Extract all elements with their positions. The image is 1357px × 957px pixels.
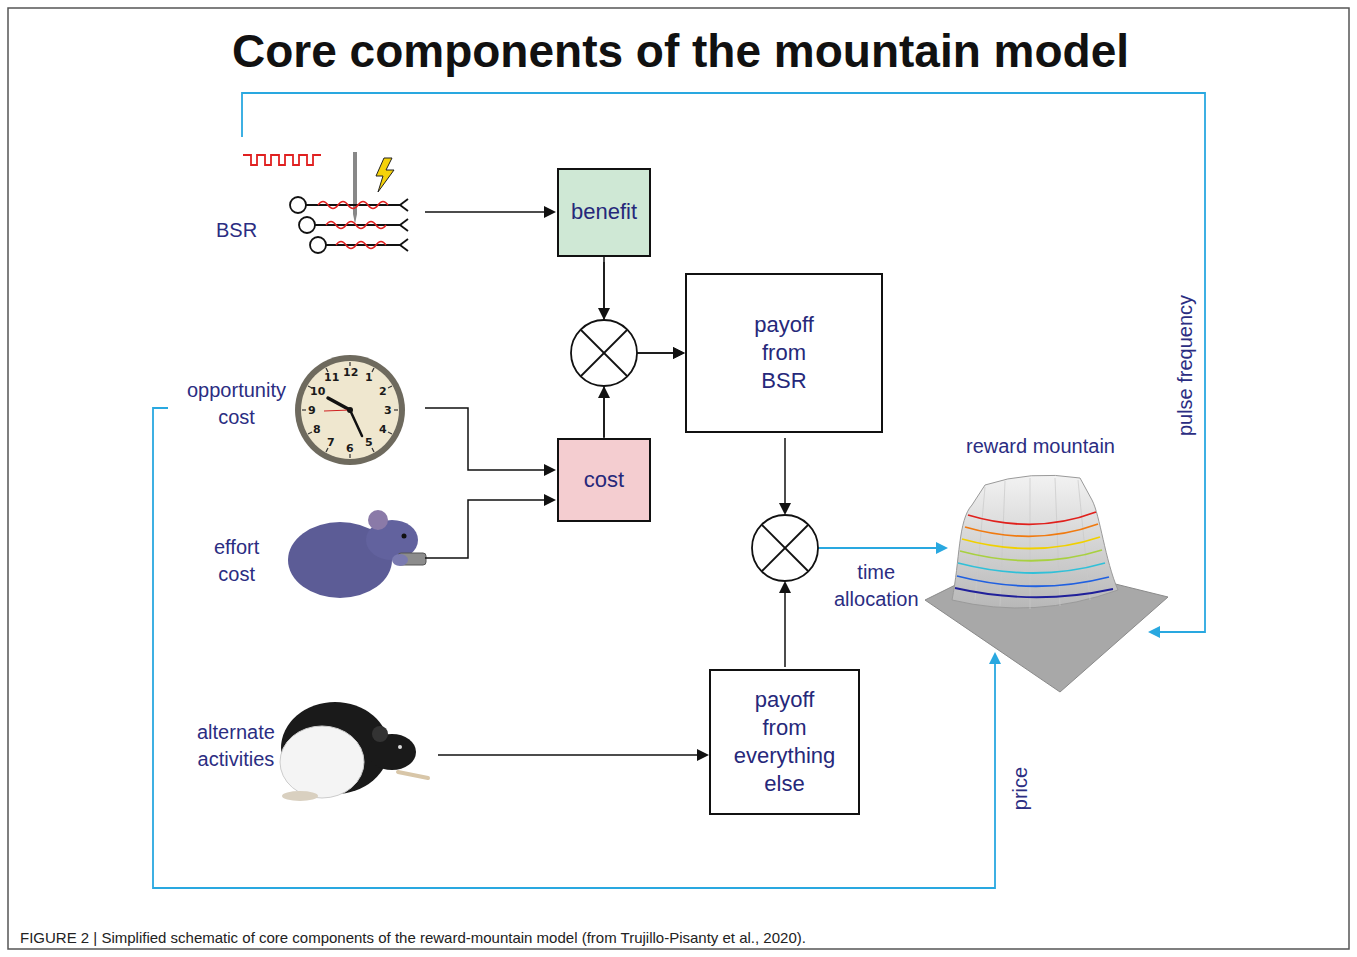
- clock-numeral: 4: [379, 423, 387, 436]
- clock-numeral: 8: [313, 423, 321, 436]
- figure-frame: [8, 8, 1349, 949]
- benefit-box: benefit: [557, 168, 651, 257]
- node-text: cost: [584, 466, 624, 494]
- clock-numeral: 3: [384, 404, 392, 417]
- signal-label: pulse frequency: [1174, 295, 1197, 436]
- part-label: effort cost: [214, 534, 259, 588]
- diagram-title: Core components of the mountain model: [232, 24, 1129, 78]
- node-text: benefit: [571, 198, 637, 226]
- multiplier-symbol: [571, 320, 637, 386]
- blue-feedback-lines: [153, 93, 1205, 888]
- clock-numeral: 7: [327, 436, 335, 449]
- part-label: alternate activities: [197, 719, 275, 773]
- effort-rat-illustration: [288, 510, 426, 598]
- blue-arrowheads: [936, 542, 1160, 664]
- bsr-illustration: [243, 152, 408, 253]
- payoff-box: payoff from everything else: [709, 669, 860, 815]
- figure-caption: FIGURE 2 | Simplified schematic of core …: [20, 929, 806, 946]
- clock-illustration: [295, 355, 405, 465]
- arrowhead: [673, 347, 685, 359]
- clock-numeral: 1: [365, 371, 373, 384]
- hooded-rat-illustration: [280, 702, 428, 801]
- clock-numeral: 5: [365, 436, 373, 449]
- payoff-box: payoff from BSR: [685, 273, 883, 433]
- part-label: BSR: [216, 217, 257, 244]
- clock-numeral: 6: [346, 442, 354, 455]
- clock-numeral: 2: [379, 385, 387, 398]
- node-text: payoff from everything else: [734, 686, 836, 799]
- cost-box: cost: [557, 438, 651, 522]
- signal-label: time allocation: [834, 559, 919, 613]
- node-text: payoff from BSR: [754, 311, 814, 395]
- clock-numeral: 11: [324, 371, 339, 384]
- signal-label: price: [1009, 767, 1032, 810]
- clock-numeral: 9: [308, 404, 316, 417]
- clock-numeral: 12: [343, 366, 358, 379]
- reward-mountain-illustration: [925, 475, 1168, 692]
- arrowhead: [673, 347, 685, 359]
- multiplier-symbol: [752, 515, 818, 581]
- clock-numeral: 10: [310, 385, 325, 398]
- part-label: opportunity cost: [187, 377, 286, 431]
- part-label: reward mountain: [966, 435, 1115, 458]
